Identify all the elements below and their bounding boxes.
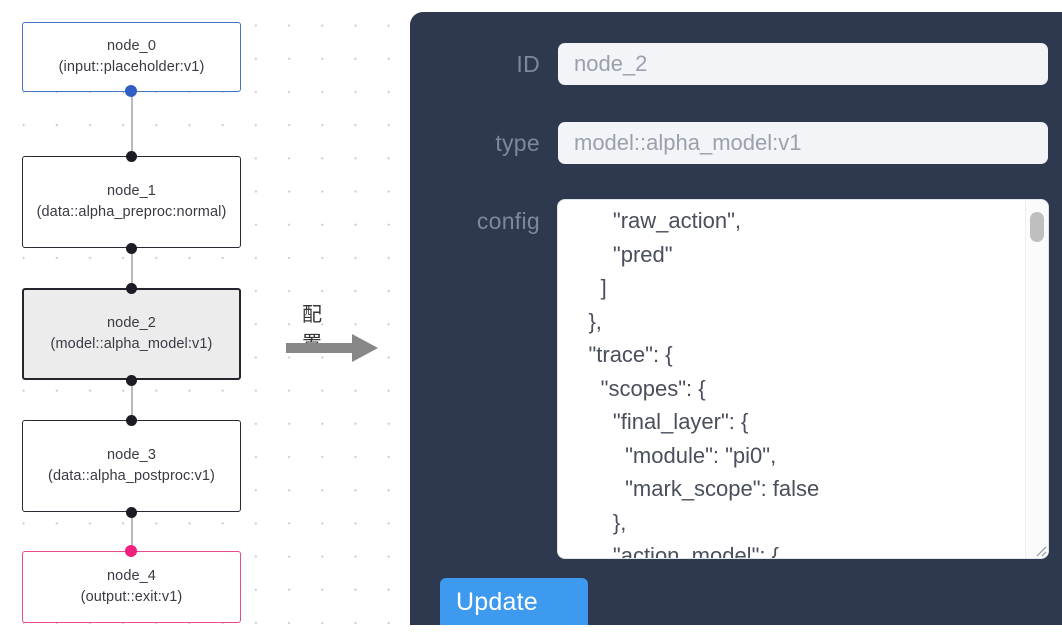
update-button[interactable]: Update (440, 578, 588, 625)
edge-node3-node4 (130, 510, 133, 553)
type-field-label: type (495, 130, 540, 156)
edge-node1-node2 (130, 246, 133, 290)
edge-node2-node3 (130, 378, 133, 422)
type-input[interactable] (558, 122, 1048, 164)
graph-node-label: node_3 (data::alpha_postproc:v1) (48, 447, 215, 484)
config-field-label: config (476, 208, 540, 234)
field-row-type: type (430, 122, 1062, 164)
arrow-right-icon (286, 334, 378, 362)
graph-node-node_0[interactable]: node_0 (input::placeholder:v1) (22, 22, 241, 92)
port-node_2-out[interactable] (125, 374, 137, 386)
port-node_3-out[interactable] (125, 506, 137, 518)
graph-node-label: node_2 (model::alpha_model:v1) (50, 315, 213, 352)
config-scrollbar-thumb[interactable] (1030, 212, 1044, 242)
graph-node-label: node_1 (data::alpha_preproc:normal) (36, 183, 227, 220)
graph-node-node_2[interactable]: node_2 (model::alpha_model:v1) (22, 288, 241, 380)
id-field-label: ID (516, 51, 540, 77)
graph-node-node_4[interactable]: node_4 (output::exit:v1) (22, 551, 241, 623)
port-node_0-out[interactable] (125, 85, 137, 97)
port-node_1-out[interactable] (125, 242, 137, 254)
port-node_2-in[interactable] (125, 282, 137, 294)
config-textarea[interactable]: "raw_action", "pred" ] }, "trace": { "sc… (588, 208, 820, 558)
graph-node-label: node_4 (output::exit:v1) (80, 568, 183, 605)
edge-node0-node1 (130, 90, 133, 158)
config-textarea-wrapper[interactable]: "raw_action", "pred" ] }, "trace": { "sc… (558, 200, 1048, 558)
graph-node-node_1[interactable]: node_1 (data::alpha_preproc:normal) (22, 156, 241, 248)
port-node_1-in[interactable] (125, 150, 137, 162)
port-node_4-in[interactable] (125, 545, 137, 557)
field-row-id: ID (430, 43, 1062, 85)
port-node_3-in[interactable] (125, 414, 137, 426)
id-input[interactable] (558, 43, 1048, 85)
graph-node-node_3[interactable]: node_3 (data::alpha_postproc:v1) (22, 420, 241, 512)
graph-node-label: node_0 (input::placeholder:v1) (58, 38, 205, 75)
field-row-config: config "raw_action", "pred" ] }, "trace"… (430, 200, 1048, 558)
config-scrollbar[interactable] (1025, 200, 1048, 558)
node-properties-panel: ID type config "raw_action", "pred" ] },… (410, 12, 1062, 625)
